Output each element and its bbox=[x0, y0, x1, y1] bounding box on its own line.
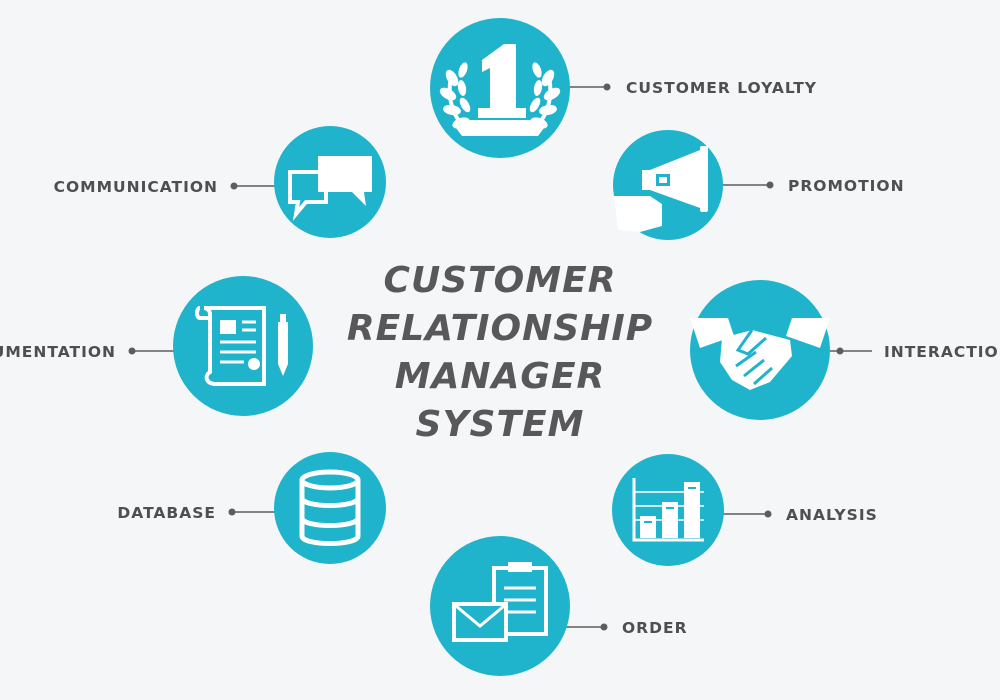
node-label: CUSTOMER LOYALTY bbox=[626, 79, 817, 97]
center-title: CUSTOMER RELATIONSHIP MANAGER SYSTEM bbox=[347, 260, 653, 445]
node-communication: COMMUNICATION bbox=[54, 126, 386, 238]
node-database: DATABASE bbox=[117, 452, 386, 564]
node-interaction: INTERACTION bbox=[690, 280, 1000, 420]
connector-dot bbox=[764, 510, 772, 518]
node-label: DATABASE bbox=[117, 504, 216, 522]
connector-dot bbox=[230, 182, 238, 190]
node-circle bbox=[173, 276, 313, 416]
node-label: COMMUNICATION bbox=[54, 178, 218, 196]
connector-dot bbox=[766, 181, 774, 189]
connector-dot bbox=[128, 347, 136, 355]
node-documentation: DOCUMENTATION bbox=[0, 276, 313, 416]
node-promotion: PROMOTION bbox=[613, 130, 905, 240]
handshake-icon bbox=[690, 318, 830, 390]
node-label: PROMOTION bbox=[788, 177, 905, 195]
node-analysis: ANALYSIS bbox=[612, 454, 878, 566]
connector-dot bbox=[603, 83, 611, 91]
connector-dot bbox=[228, 508, 236, 516]
node-order: ORDER bbox=[430, 536, 688, 676]
bar-chart-icon bbox=[632, 478, 704, 542]
node-customer-loyalty: CUSTOMER LOYALTY bbox=[430, 18, 817, 158]
megaphone-icon bbox=[614, 146, 708, 232]
database-icon bbox=[299, 469, 361, 546]
connector-dot bbox=[600, 623, 608, 631]
title-line-1: CUSTOMER bbox=[384, 260, 617, 301]
connector-dot bbox=[836, 347, 844, 355]
title-line-4: SYSTEM bbox=[416, 404, 585, 445]
node-label: INTERACTION bbox=[884, 343, 1000, 361]
title-line-3: MANAGER bbox=[395, 356, 606, 397]
document-pen-icon bbox=[195, 306, 288, 386]
speech-bubbles-icon bbox=[288, 156, 372, 221]
laurel-number-one-icon bbox=[439, 44, 561, 136]
title-line-2: RELATIONSHIP bbox=[347, 308, 653, 349]
node-label: ORDER bbox=[622, 619, 688, 637]
node-label: ANALYSIS bbox=[786, 506, 878, 524]
clipboard-envelope-icon bbox=[452, 562, 548, 642]
node-label: DOCUMENTATION bbox=[0, 343, 116, 361]
